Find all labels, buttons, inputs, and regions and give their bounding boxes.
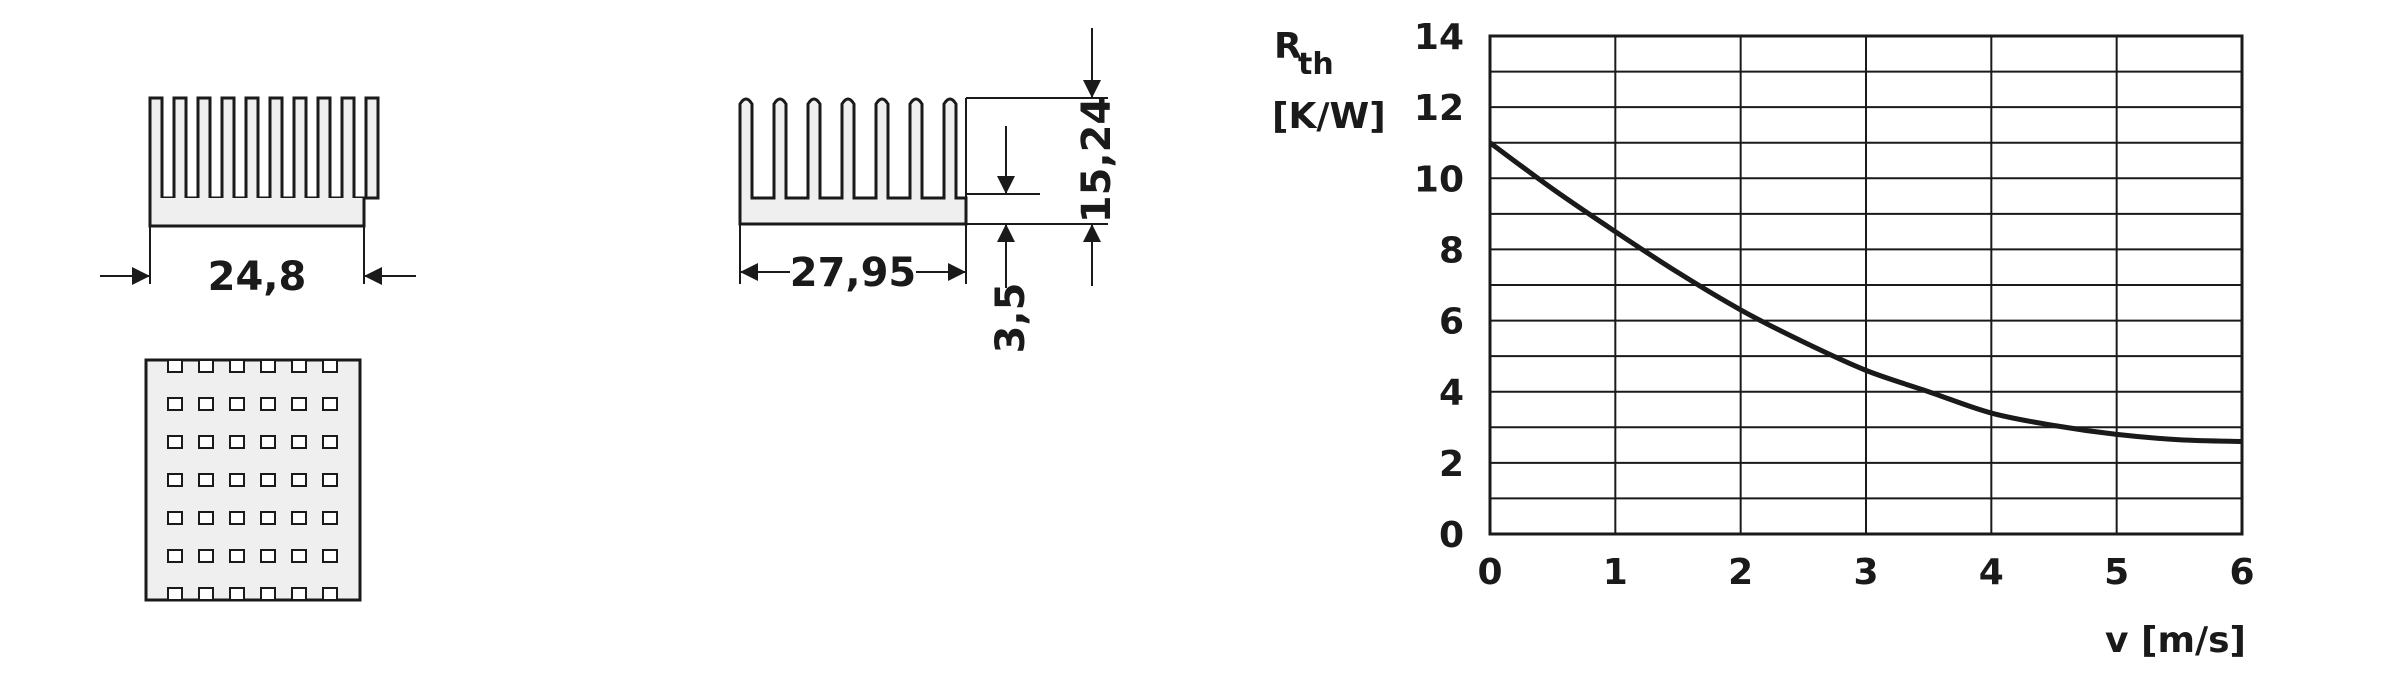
top-view-heatsink: [144, 358, 362, 602]
x-tick-label: 1: [1603, 552, 1628, 593]
pin-square: [167, 473, 183, 487]
y-axis-label-main: R: [1274, 26, 1302, 67]
pin-square: [260, 511, 276, 525]
pin-square: [260, 435, 276, 449]
y-tick-label: 14: [1414, 17, 1464, 58]
pin-square: [198, 587, 214, 601]
pin-square: [167, 549, 183, 563]
pin-square: [229, 549, 245, 563]
pin-square: [291, 587, 307, 601]
pin-square: [291, 397, 307, 411]
pin-square: [198, 473, 214, 487]
pin-square: [322, 359, 338, 373]
pin-square: [260, 473, 276, 487]
side-base-label: 3,5: [988, 283, 1034, 354]
x-tick-label: 0: [1477, 552, 1502, 593]
y-tick-label: 8: [1439, 230, 1464, 271]
front-width-label: 24,8: [208, 254, 307, 300]
pin-square: [167, 397, 183, 411]
y-tick-label: 6: [1439, 302, 1464, 343]
rth-curve: [1488, 140, 2243, 445]
pin-square: [322, 473, 338, 487]
pin-square: [291, 511, 307, 525]
pin-square: [167, 587, 183, 601]
pin-square: [229, 359, 245, 373]
side-view-heatsink: 27,95 15,24 3,5: [738, 28, 1120, 354]
pin-square: [291, 359, 307, 373]
y-tick-label: 0: [1439, 515, 1464, 556]
pin-square: [229, 435, 245, 449]
pin-square: [198, 511, 214, 525]
pin-square: [198, 359, 214, 373]
pin-square: [322, 511, 338, 525]
pin-square: [167, 435, 183, 449]
y-tick-label: 4: [1439, 373, 1464, 414]
side-view-profile: [738, 97, 968, 226]
x-tick-label: 6: [2229, 552, 2254, 593]
pin-square: [260, 549, 276, 563]
pin-square: [229, 397, 245, 411]
chart-series: [1488, 140, 2243, 445]
pin-square: [291, 435, 307, 449]
y-axis-label-unit: [K/W]: [1272, 96, 1386, 137]
y-axis-label-sub: th: [1298, 47, 1334, 82]
pin-square: [229, 511, 245, 525]
pin-square: [260, 587, 276, 601]
pin-square: [198, 435, 214, 449]
chart-grid: [1488, 34, 2244, 536]
pin-square: [229, 473, 245, 487]
pin-square: [322, 397, 338, 411]
x-tick-label: 4: [1979, 552, 2004, 593]
pin-square: [291, 549, 307, 563]
x-tick-label: 2: [1728, 552, 1753, 593]
plot-frame: [1488, 34, 2244, 536]
pin-square: [167, 359, 183, 373]
pin-square: [291, 473, 307, 487]
x-tick-label: 5: [2104, 552, 2129, 593]
pin-square: [322, 549, 338, 563]
pin-square: [322, 435, 338, 449]
pin-square: [260, 397, 276, 411]
y-tick-label: 2: [1439, 444, 1464, 485]
front-view-heatsink: 24,8: [100, 96, 416, 300]
pin-square: [260, 359, 276, 373]
pin-square: [198, 549, 214, 563]
pin-square: [322, 587, 338, 601]
side-height-label: 15,24: [1074, 97, 1120, 224]
side-width-label: 27,95: [790, 250, 917, 296]
top-view-pin-grid: [167, 359, 338, 601]
y-tick-label: 12: [1414, 88, 1464, 129]
pin-square: [198, 397, 214, 411]
x-tick-label: 3: [1853, 552, 1878, 593]
y-tick-label: 10: [1414, 159, 1464, 200]
pin-square: [167, 511, 183, 525]
pin-square: [229, 587, 245, 601]
x-axis-label: v [m/s]: [2105, 620, 2246, 661]
